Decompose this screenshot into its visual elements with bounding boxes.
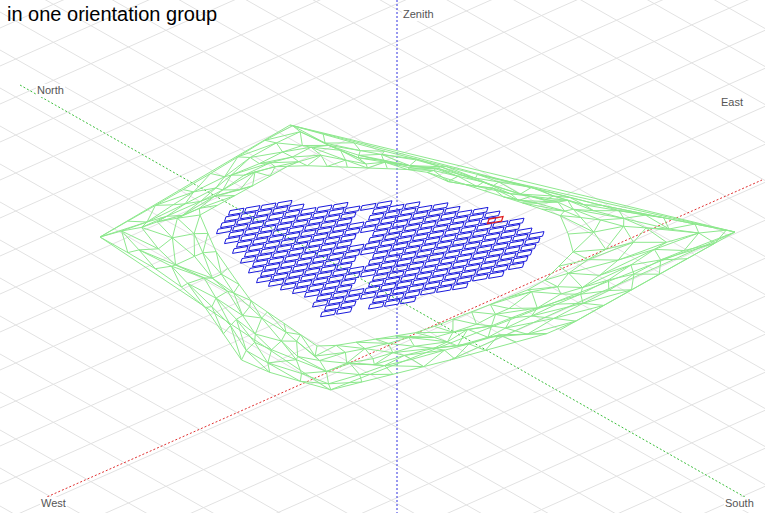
zenith-axis <box>397 0 398 513</box>
selected-module <box>488 217 504 224</box>
axis-label: South <box>724 497 755 510</box>
axis-label: West <box>40 497 67 510</box>
terrain-mesh <box>100 125 735 390</box>
north-south-axis <box>20 85 750 500</box>
caption-text: in one orientation group <box>6 2 218 26</box>
axis-label: East <box>720 96 744 109</box>
axis-label: North <box>36 84 65 97</box>
pv-modules <box>217 200 545 316</box>
axis-label: Zenith <box>402 8 435 21</box>
